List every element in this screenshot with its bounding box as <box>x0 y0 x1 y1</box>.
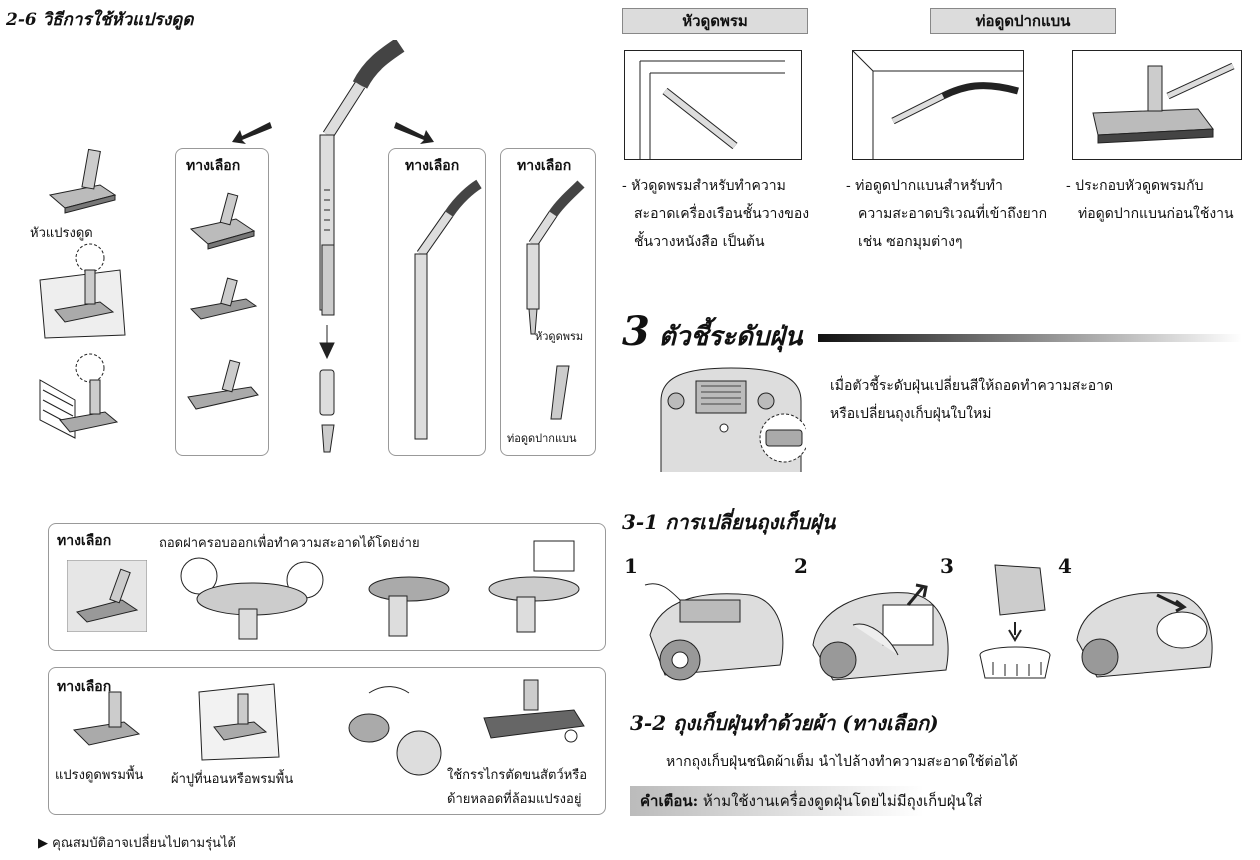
step-1-open-cover-illustration <box>644 583 784 681</box>
option-label: ทางเลือก <box>517 158 572 174</box>
warning-banner: คำเตือน: ห้ามใช้งานเครื่องดูดฝุ่นโดยไม่ม… <box>630 786 1050 816</box>
option-box-turbo: ทางเลือก แปรงดูดพรมพื้น ผ้าปูที่นอนหรือพ… <box>48 667 606 815</box>
crevice-corner-photo <box>852 50 1024 160</box>
cover-removal-step-3 <box>488 540 580 633</box>
cover-removal-step-2 <box>368 576 450 637</box>
step-number-4: 4 <box>1058 554 1072 578</box>
nozzle-label: หัวดูดพรม <box>535 330 584 343</box>
footnote: ▶ คุณสมบัติอาจเปลี่ยนไปตามรุ่นได้ <box>38 836 236 851</box>
accessory-item-3-line2: ท่อดูดปากแบนก่อนใช้งาน <box>1078 206 1234 222</box>
scissors-caption-1: ใช้กรรไกรตัดขนสัตว์หรือ <box>447 768 588 783</box>
step-3-discard-bag-illustration <box>979 564 1051 679</box>
bed-sheet-illustration <box>198 683 280 761</box>
crevice-label: ท่อดูดปากแบน <box>507 432 577 445</box>
scissors-caption-2: ด้ายหลอดที่ล้อมแปรงอยู่ <box>447 792 582 807</box>
brush-label: หัวแปรงดูด <box>30 226 93 241</box>
turbo-brush-illustration <box>72 691 141 746</box>
accessory-item-3: - ประกอบหัวดูดพรมกับ ท่อดูดปากแบนก่อนใช้… <box>1066 172 1256 228</box>
section-3-gradient-bar <box>818 334 1242 342</box>
section-3-1-title: 3-1 การเปลี่ยนถุงเก็บฝุ่น <box>622 510 836 534</box>
step-number-1: 1 <box>624 554 638 578</box>
box1-caption: ถอดฝาครอบออกเพื่อทำความสะอาดได้โดยง่าย <box>159 536 420 551</box>
dust-indicator-illustration <box>660 367 806 472</box>
accessory-item-3-line1: - ประกอบหัวดูดพรมกับ <box>1066 178 1204 194</box>
warning-text: ห้ามใช้งานเครื่องดูดฝุ่นโดยไม่มีถุงเก็บฝ… <box>702 792 983 810</box>
option-panel-nozzles: ทางเลือก <box>175 148 269 456</box>
section-2-6-title: 2-6 วิธีการใช้หัวแปรงดูด <box>6 10 194 30</box>
step-number-3: 3 <box>940 554 954 578</box>
wand-crevice-illustration <box>526 180 585 335</box>
bed-caption: ผ้าปูที่นอนหรือพรมพื้น <box>171 772 294 787</box>
scissors-cutting-illustration <box>483 679 585 743</box>
brush-cleaning-illustration <box>348 686 442 776</box>
option-panel-accessories: ทางเลือก หัวดูดพรม ท่อดูดปากแบน <box>500 148 596 456</box>
nozzle-b-illustration <box>189 277 258 320</box>
option-panel-wand: ทางเลือก <box>388 148 486 456</box>
nozzle-a-illustration <box>189 192 256 250</box>
option-box-cover: ทางเลือก ถอดฝาครอบออกเพื่อทำความสะอาดได้… <box>48 523 606 651</box>
brush-on-carpet-photo <box>67 560 147 632</box>
nozzle-shelf-photo <box>624 50 802 160</box>
option-label: ทางเลือก <box>405 158 460 174</box>
accessory-item-2-line2: ความสะอาดบริเวณที่เข้าถึงยาก <box>858 206 1048 222</box>
step-2-remove-bag-illustration <box>812 583 949 681</box>
combined-tool-photo <box>1072 50 1242 160</box>
option-label: ทางเลือก <box>57 533 112 549</box>
brush-floor-illustration <box>39 353 119 439</box>
tab-nozzle-header: หัวดูดพรม <box>622 8 808 34</box>
step-4-insert-bag-illustration <box>1076 592 1213 678</box>
accessory-item-2: - ท่อดูดปากแบนสำหรับทำ ความสะอาดบริเวณที… <box>846 172 1056 256</box>
cover-removal-step-1 <box>180 557 324 640</box>
crevice-tool-illustration <box>550 365 570 420</box>
accessory-item-1-line2: สะอาดเครื่องเรือนชั้นวางของ <box>634 206 810 222</box>
section-3-2-title: 3-2 ถุงเก็บฝุ่นทำด้วยผ้า (ทางเลือก) <box>630 711 939 735</box>
section-3-2-text: หากถุงเก็บฝุ่นชนิดผ้าเต็ม นำไปล้างทำความ… <box>666 754 1019 770</box>
wand-with-nozzle-illustration <box>414 179 482 440</box>
accessory-item-1-line3: ชั้นวางหนังสือ เป็นต้น <box>634 234 765 250</box>
accessory-item-1: - หัวดูดพรมสำหรับทำความ สะอาดเครื่องเรือ… <box>622 172 837 256</box>
arrow-down-right-icon <box>394 122 434 144</box>
tab-crevice-header: ท่อดูดปากแบน <box>930 8 1116 34</box>
section-3-title: ตัวชี้ระดับฝุ่น <box>658 322 803 352</box>
accessory-item-1-line1: - หัวดูดพรมสำหรับทำความ <box>622 178 786 194</box>
brush-carpet-illustration <box>39 243 126 339</box>
telescopic-wand-illustration <box>319 40 405 453</box>
floor-brush-illustration <box>48 148 117 214</box>
nozzle-c-illustration <box>187 359 259 410</box>
step-number-2: 2 <box>794 554 808 578</box>
floor-brush-caption: แปรงดูดพรมพื้น <box>55 768 144 783</box>
option-label: ทางเลือก <box>57 679 112 695</box>
option-label: ทางเลือก <box>186 158 241 174</box>
accessory-item-2-line1: - ท่อดูดปากแบนสำหรับทำ <box>846 178 1003 194</box>
accessory-item-2-line3: เช่น ซอกมุมต่างๆ <box>858 234 963 250</box>
warning-label: คำเตือน: <box>640 792 699 810</box>
section-3-text-1: เมื่อตัวชี้ระดับฝุ่นเปลี่ยนสีให้ถอดทำควา… <box>830 378 1114 394</box>
section-3-number: 3 <box>622 308 650 355</box>
section-3-text-2: หรือเปลี่ยนถุงเก็บฝุ่นใบใหม่ <box>830 406 992 422</box>
section-3-heading: 3 ตัวชี้ระดับฝุ่น <box>622 308 802 357</box>
arrow-down-left-icon <box>232 122 272 144</box>
